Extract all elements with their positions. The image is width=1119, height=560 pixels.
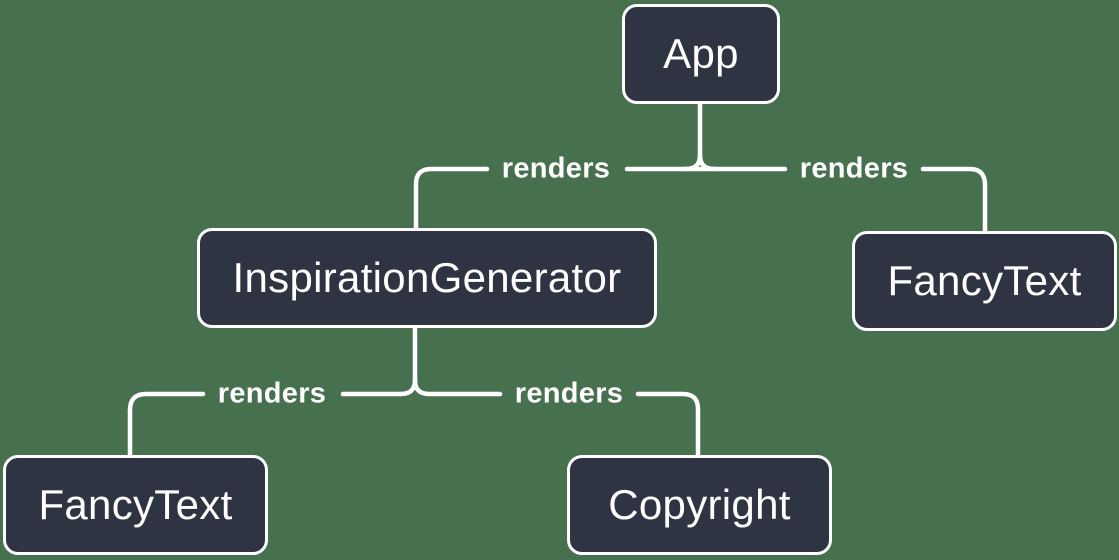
node-app-label: App <box>663 30 739 77</box>
node-fancy-text-bottom-left-label: FancyText <box>38 481 233 528</box>
node-inspiration-generator-label: InspirationGenerator <box>232 254 622 301</box>
node-inspiration-generator: InspirationGenerator <box>197 228 657 328</box>
edge-label-ig-fancytext: renders <box>217 377 327 410</box>
edge-app-to-inspirationgenerator <box>413 166 490 231</box>
node-copyright: Copyright <box>567 455 832 555</box>
edge-ig-to-fancytext <box>127 391 206 458</box>
edge-ig-to-copyright <box>635 391 701 458</box>
edge-app-to-fancytext <box>920 166 988 234</box>
edge-ig-fork-right <box>412 377 432 397</box>
node-copyright-label: Copyright <box>608 481 791 528</box>
edge-label-ig-copyright: renders <box>514 377 624 410</box>
node-fancy-text-top-right-label: FancyText <box>887 257 1082 304</box>
node-app: App <box>622 4 780 104</box>
edge-label-app-fancytext: renders <box>799 152 909 185</box>
node-fancy-text-top-right: FancyText <box>852 231 1117 331</box>
node-fancy-text-bottom-left: FancyText <box>3 455 268 555</box>
edge-label-app-inspirationgenerator: renders <box>501 152 611 185</box>
